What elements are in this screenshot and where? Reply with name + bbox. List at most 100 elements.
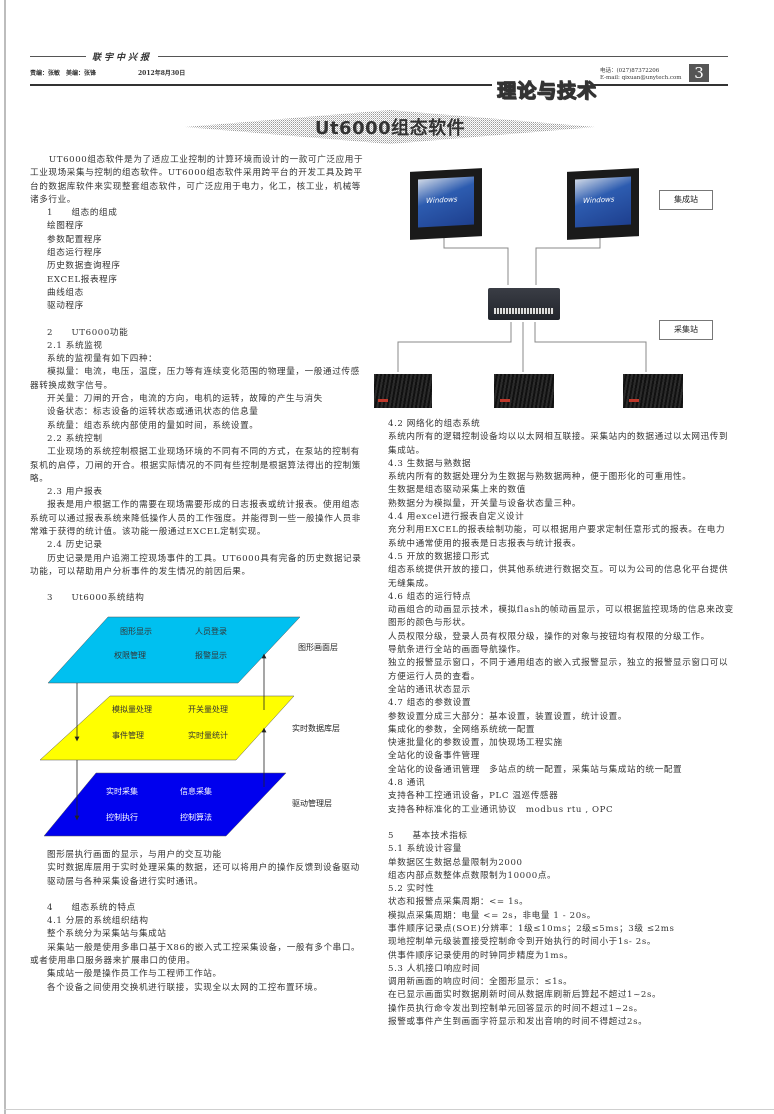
page-number: 3 <box>689 64 709 82</box>
layer-cell-control-exec: 控制执行 <box>106 813 138 822</box>
runtime-line: 人员权限分级，登录人员有权限分级，操作的对象与按钮均有权限的分级工作。 <box>388 631 710 642</box>
contact-email: E-mail: qixuan@unytech.com <box>600 75 682 81</box>
structure-line: 图形层执行画面的显示，与用户的交互功能 <box>47 850 222 860</box>
realtime-line: 状态和报警点采集周期：<= 1s。 <box>388 897 529 908</box>
page-border <box>4 0 6 1114</box>
device-status-led <box>500 399 510 402</box>
component-item: 组态运行程序 <box>47 248 103 259</box>
hierarchy-line: 整个系统分为采集站与集成站 <box>47 929 167 940</box>
param-line: 快速批量化的参数设置，加快现场工程实施 <box>388 738 563 749</box>
component-item: 曲线组态 <box>47 287 84 298</box>
structure-line: 驱动层与各种采集设备进行实时通讯。 <box>47 876 204 887</box>
intro-paragraph: UT6000组态软件是为了适应工业控制的计算环境而设计的一款可广泛应用于工业现场… <box>30 155 364 205</box>
comm-line: 支持各种标准化的工业通讯协议 modbus rtu , OPC <box>388 804 614 815</box>
component-item: EXCEL报表程序 <box>47 274 118 285</box>
layer-cell-info-collect: 信息采集 <box>180 787 212 796</box>
layer-cell-user-login: 人员登录 <box>195 627 227 636</box>
response-line: 报警或事件产生到画面字符显示和发出音响的时间不得超过2s。 <box>388 1017 648 1028</box>
monitor-screen: Windows <box>418 176 474 228</box>
layer-cell-graphics-display: 图形显示 <box>120 627 152 636</box>
hierarchy-line: 采集站一般是使用多串口基于X86的嵌入式工控采集设备，一般有多个串口。或者使用串… <box>30 942 361 967</box>
param-line: 集成化的参数，全网络系统统一配置 <box>388 724 536 735</box>
section-2-4-text: 历史记录是用户追溯工控现场事件的工具。UT6000具有完备的历史数据记录功能，可… <box>30 553 362 577</box>
collection-device-2 <box>494 374 554 408</box>
integration-station-monitor-2: Windows <box>567 168 639 240</box>
monitor-line: 模拟量：电流，电压，温度，压力等有连续变化范围的物理量，一般通过传感器转换成数字… <box>30 367 360 391</box>
layer-planes <box>39 616 301 837</box>
collection-device-1 <box>374 374 432 408</box>
section-4-8-heading: 4.8 通讯 <box>388 778 426 789</box>
layer-cell-alarm-display: 报警显示 <box>195 651 227 660</box>
param-line: 全站化的设备通讯管理 多站点的统一配置，采集站与集成站的统一配置 <box>388 764 683 775</box>
device-status-led <box>629 399 639 402</box>
section-4-2-heading: 4.2 网络化的组态系统 <box>388 419 481 429</box>
layer-cell-realtime-collect: 实时采集 <box>106 787 138 796</box>
section-4-4-text: 充分利用EXCEL的报表绘制功能，可以根据用户要求定制任意形式的报表。在电力系统… <box>388 525 726 549</box>
windows-logo-text: Windows <box>426 195 458 206</box>
section-2-1-heading: 2.1 系统监视 <box>47 340 103 351</box>
monitor-line: 系统量：组态系统内部使用的量如时间，系统设置。 <box>47 420 259 431</box>
runtime-line: 动画组合的动画显示技术，模拟flash的帧动画显示，可以根据监控现场的信息来改变… <box>388 605 734 629</box>
header-rule-left <box>30 84 492 86</box>
section-3-heading: 3 Ut6000系统结构 <box>47 593 145 604</box>
component-item: 参数配置程序 <box>47 234 103 245</box>
integration-station-monitor-1: Windows <box>410 168 482 240</box>
section-2-3-heading: 2.3 用户报表 <box>47 487 103 498</box>
editors: 责编：张敏 美编：张锋 <box>30 70 97 77</box>
left-column-bottom: 图形层执行画面的显示，与用户的交互功能 实时数据库层用于实时处理采集的数据，还可… <box>30 849 368 995</box>
header-rule-right <box>594 84 728 86</box>
data-line: 生数据是组态驱动采集上来的数值 <box>388 485 526 496</box>
section-4-3-heading: 4.3 生数据与熟数据 <box>388 458 472 469</box>
layer-cell-permission-mgmt: 权限管理 <box>114 651 146 660</box>
section-4-6-heading: 4.6 组态的运行特点 <box>388 591 472 602</box>
masthead-rule-left <box>30 56 86 57</box>
monitor-screen: Windows <box>575 176 631 228</box>
hierarchy-line: 集成站一般是操作员工作与工程师工作站。 <box>47 969 222 980</box>
article-title-banner: Ut6000组态软件 <box>185 110 595 144</box>
realtime-line: 事件顺序记录点(SOE)分辨率：1级≤10ms；2级≤5ms；3级 ≤2ms <box>388 923 675 934</box>
data-line: 系统内所有的数据处理分为生数据与熟数据两种，便于图形化的可重用性。 <box>388 472 692 483</box>
page-border-bottom <box>4 1109 774 1110</box>
layer-cell-event-mgmt: 事件管理 <box>112 731 144 740</box>
section-4-5-text: 组态系统提供开放的接口，供其他系统进行数据交互。可以为公司的信息化平台提供无缝集… <box>388 565 729 589</box>
section-2-2-text: 工业现场的系统控制根据工业现场环境的不同有不同的方式，在泵站的控制有泵机的启停，… <box>30 447 361 484</box>
section-2-heading: 2 UT6000功能 <box>47 327 129 338</box>
response-line: 操作员执行命令发出到控制单元回答显示的时间不超过1~2s。 <box>388 1003 643 1014</box>
hierarchy-line: 各个设备之间使用交换机进行联接，实现全以太网的工控布置环境。 <box>47 982 323 993</box>
comm-line: 支持各种工控通讯设备，PLC 温巡传感器 <box>388 791 559 802</box>
realtime-line: 供事件顺序记录使用的时钟同步精度为1ms。 <box>388 950 574 961</box>
section-2-4-heading: 2.4 历史记录 <box>47 540 103 551</box>
section-2-2-heading: 2.2 系统控制 <box>47 433 103 444</box>
layer-cell-control-algo: 控制算法 <box>180 813 212 822</box>
section-4-4-heading: 4.4 用excel进行报表自定义设计 <box>388 512 525 523</box>
layer-label-driver: 驱动管理层 <box>292 799 332 808</box>
label-integration-station: 集成站 <box>659 190 713 210</box>
section-2-3-text: 报表是用户根据工作的需要在现场需要形成的日志报表或统计报表。使用组态系统可以通过… <box>30 500 361 538</box>
layer-label-realtime-db: 实时数据库层 <box>292 724 340 733</box>
capacity-line: 单数据区生数据总量限制为2000 <box>388 857 523 868</box>
right-column: 4.2 网络化的组态系统 系统内所有的逻辑控制设备均以以太网相互联接。采集站内的… <box>388 418 734 1029</box>
issue-date: 2012年8月30日 <box>138 70 186 77</box>
section-4-5-heading: 4.5 开放的数据接口形式 <box>388 551 490 562</box>
section-4-2-text: 系统内所有的逻辑控制设备均以以太网相互联接。采集站内的数据通过以太网迅传到集成站… <box>388 432 729 456</box>
layer-cell-switch-processing: 开关量处理 <box>188 705 228 714</box>
banner-diamond-shape <box>185 110 595 144</box>
section-5-heading: 5 基本技术指标 <box>388 830 468 841</box>
section-5-1-heading: 5.1 系统设计容量 <box>388 844 462 855</box>
monitor-line: 设备状态：标志设备的运转状态或通讯状态的信息量 <box>47 407 259 418</box>
structure-line: 实时数据库层用于实时处理采集的数据，还可以将用户的操作反馈到设备驱动 <box>47 863 360 874</box>
section-5-2-heading: 5.2 实时性 <box>388 884 435 895</box>
network-lines <box>397 236 647 372</box>
windows-logo-text: Windows <box>583 195 615 206</box>
response-line: 调用新画面的响应时间：全图形显示：≤1s。 <box>388 977 573 988</box>
article-title: Ut6000组态软件 <box>314 118 466 139</box>
system-architecture-diagram: 图形显示 人员登录 权限管理 报警显示 图形画面层 模拟量处理 开关量处理 事件… <box>30 612 370 842</box>
realtime-line: 模拟点采集周期：电量 <= 2s，非电量 1 - 20s。 <box>388 910 596 921</box>
monitor-line: 开关量：刀闸的开合，电流的方向，电机的运转，故障的产生与消失 <box>47 394 323 405</box>
network-switch <box>488 288 560 320</box>
label-collection-station: 采集站 <box>659 320 713 340</box>
monitor-line: 系统的监视量有如下四种： <box>47 354 158 365</box>
collection-device-3 <box>623 374 683 408</box>
layer-cell-realtime-stats: 实时量统计 <box>188 731 228 740</box>
capacity-line: 组态内部点数整体点数限制为10000点。 <box>388 870 557 881</box>
